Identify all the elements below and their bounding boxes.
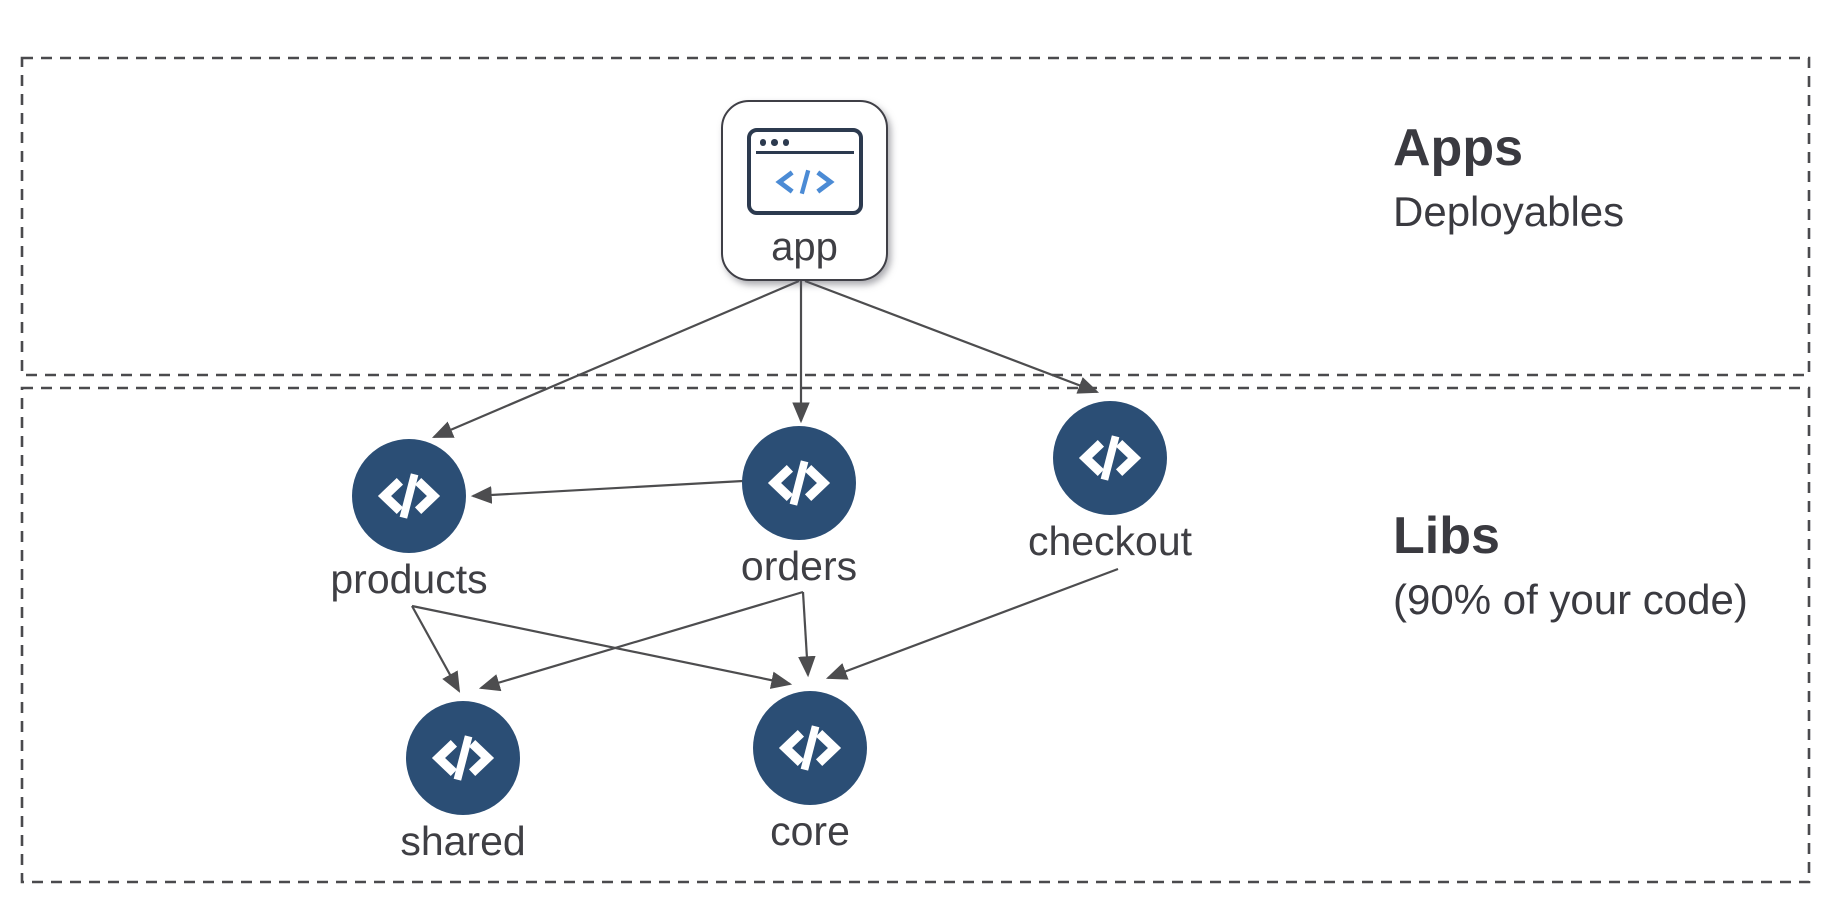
node-products: products — [330, 439, 488, 600]
code-icon — [406, 701, 520, 815]
apps-region-title: Apps — [1393, 119, 1523, 177]
node-shared: shared — [400, 701, 526, 862]
apps-region-box — [20, 56, 1811, 377]
node-checkout-label: checkout — [1027, 518, 1193, 564]
code-icon — [753, 691, 867, 805]
node-core: core — [753, 691, 867, 852]
libs-region-label: Libs (90% of your code) — [1393, 506, 1748, 625]
edge-app-to-products — [431, 279, 800, 439]
edge-products-to-shared — [411, 605, 461, 693]
node-products-label: products — [330, 556, 488, 602]
apps-region-label: Apps Deployables — [1393, 118, 1624, 237]
apps-region-subtitle: Deployables — [1393, 188, 1625, 236]
node-app: app — [721, 100, 888, 281]
libs-region-box — [20, 386, 1811, 884]
browser-window-icon — [746, 128, 863, 215]
code-icon — [352, 439, 466, 553]
node-core-label: core — [770, 808, 850, 854]
node-checkout: checkout — [1028, 401, 1192, 562]
browser-dots-icon — [751, 132, 859, 151]
edge-orders-to-products — [470, 479, 744, 504]
node-orders: orders — [741, 426, 857, 587]
edge-checkout-to-core — [825, 567, 1119, 680]
libs-region-subtitle: (90% of your code) — [1393, 576, 1748, 624]
code-icon — [742, 426, 856, 540]
edge-products-to-core — [411, 604, 793, 689]
code-icon — [751, 154, 859, 212]
node-orders-label: orders — [740, 543, 858, 589]
code-icon — [1053, 401, 1167, 515]
node-app-label: app — [771, 225, 838, 269]
node-shared-label: shared — [400, 818, 526, 864]
edge-app-to-checkout — [804, 279, 1100, 394]
libs-region-title: Libs — [1393, 507, 1500, 565]
edge-orders-to-shared — [478, 590, 804, 692]
browser-toolbar-divider — [755, 150, 854, 154]
edge-orders-to-core — [798, 591, 816, 678]
